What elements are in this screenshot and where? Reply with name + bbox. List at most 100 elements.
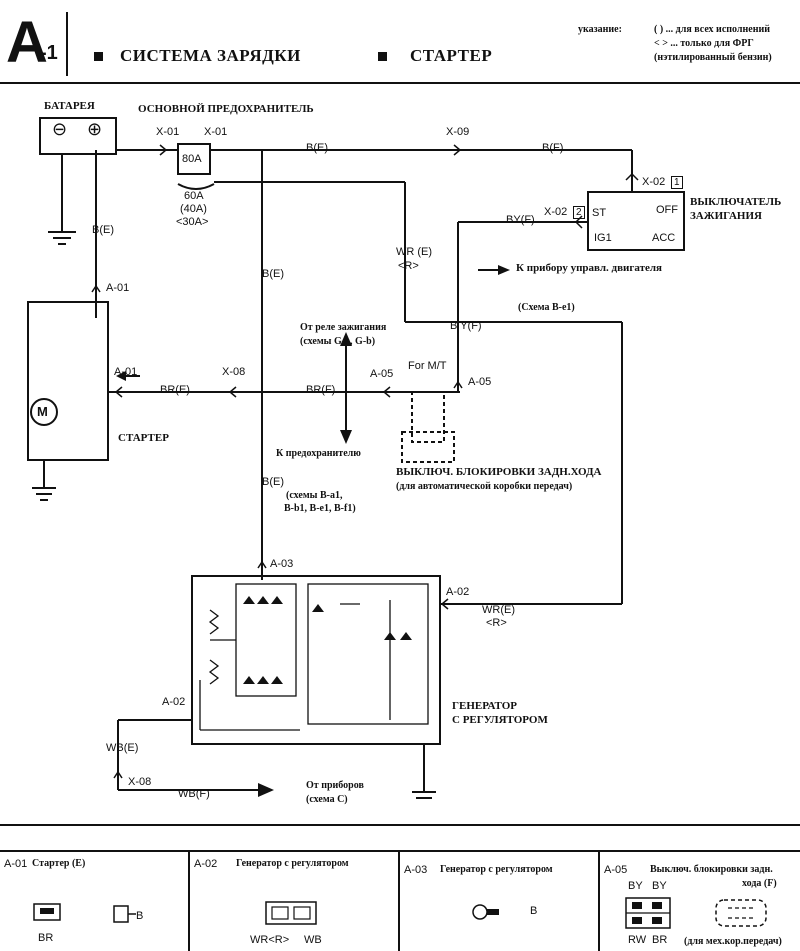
for-mt-label: For M/T <box>408 360 447 372</box>
header-divider <box>66 12 68 76</box>
legend-a03-title: Генератор с регулятором <box>440 864 553 875</box>
to-fuse-text: К предохранителю <box>276 448 361 459</box>
battery-minus-terminal: ⊖ <box>52 119 68 139</box>
wire-label: WB(E) <box>106 742 139 754</box>
battery-label: БАТАРЕЯ <box>44 100 95 112</box>
fuse-80a-label: 80A <box>182 153 202 165</box>
from-ign-relay-text-2: (схемы G-a, G-b) <box>300 336 376 347</box>
note-line2: < > ... только для ФРГ <box>654 38 754 49</box>
legend-a02-title: Генератор с регулятором <box>236 858 349 869</box>
connector-a05-right: A-05 <box>468 376 492 388</box>
connector-x02-2: X-02 <box>544 206 568 218</box>
connector-x08-mid: X-08 <box>222 366 246 378</box>
to-engine-control-text: К прибору управл. двигателя <box>516 262 662 274</box>
connector-x01-b: X-01 <box>204 126 228 138</box>
wire-label: BR(E) <box>160 384 190 396</box>
connector-a01-icon <box>33 903 136 923</box>
generator-label-2: С РЕГУЛЯТОРОМ <box>452 714 548 726</box>
legend-divider <box>598 850 600 951</box>
wire-label: B(E) <box>262 268 284 280</box>
page-badge-index: -1 <box>40 42 58 64</box>
scheme-be1-text: (Схема B-e1) <box>518 302 575 313</box>
bullet-icon <box>378 52 387 61</box>
from-instruments-text-2: (схема C) <box>306 794 348 805</box>
connector-a02-icon <box>265 901 317 925</box>
connector-a05-left: A-05 <box>370 368 394 380</box>
header-rule <box>0 82 800 84</box>
wire-label: WR(E) <box>482 604 515 616</box>
note-label: указание: <box>578 24 622 35</box>
legend-a05-title-2: хода (F) <box>742 878 777 889</box>
motor-symbol: M <box>37 404 48 419</box>
connector-x02-1-pin: 1 <box>671 176 683 189</box>
note-line3: (нэтилированный бензин) <box>654 52 772 63</box>
connector-a01-top: A-01 <box>106 282 130 294</box>
connector-x02-2-pin: 2 <box>573 206 585 219</box>
wire-label: B(E) <box>306 142 328 154</box>
schemes-b-text-1: (схемы B-a1, <box>286 490 343 501</box>
wire-label: B(F) <box>542 142 564 154</box>
fuse-60a-label: 60A <box>184 190 204 202</box>
legend-a02-code: A-02 <box>194 858 218 870</box>
note-line1: ( ) ... для всех исполнений <box>654 24 770 35</box>
connector-a05-icon <box>625 897 767 929</box>
battery-box <box>39 117 117 155</box>
starter-label: СТАРТЕР <box>118 432 169 444</box>
connector-a01-mid: A-01 <box>114 366 138 378</box>
legend-rule <box>0 850 800 852</box>
generator-label-1: ГЕНЕРАТОР <box>452 700 517 712</box>
switch-ig1: IG1 <box>594 232 612 244</box>
fuse-80a-box <box>177 143 211 175</box>
from-instruments-text-1: От приборов <box>306 780 364 791</box>
connector-a02-left: A-02 <box>162 696 186 708</box>
wire-label: B Y(F) <box>450 320 482 332</box>
page-title-left: СИСТЕМА ЗАРЯДКИ <box>120 46 301 65</box>
legend-a05-code: A-05 <box>604 864 628 876</box>
legend-a02-pin: WR<R> <box>250 934 290 946</box>
bullet-icon <box>94 52 103 61</box>
fuse-30a-label: <30A> <box>176 216 209 228</box>
connector-x09: X-09 <box>446 126 470 138</box>
wire-label: <R> <box>486 617 507 629</box>
page-title-right: СТАРТЕР <box>410 46 493 65</box>
legend-divider <box>398 850 400 951</box>
from-ign-relay-text-1: От реле зажигания <box>300 322 387 333</box>
wire-label: BR(F) <box>306 384 336 396</box>
wiring-diagram <box>27 117 685 799</box>
legend-a01-code: A-01 <box>4 858 28 870</box>
main-fuse-label: ОСНОВНОЙ ПРЕДОХРАНИТЕЛЬ <box>138 103 314 115</box>
connector-x08-bot: X-08 <box>128 776 152 788</box>
connector-a02-right: A-02 <box>446 586 470 598</box>
legend-a03-code: A-03 <box>404 864 428 876</box>
reverse-switch-note: (для автоматической коробки передач) <box>396 481 573 492</box>
switch-st: ST <box>592 207 607 219</box>
schemes-b-text-2: B-b1, B-e1, B-f1) <box>284 503 356 514</box>
wire-label: WB(F) <box>178 788 210 800</box>
legend-top-rule <box>0 824 800 826</box>
legend-a01-title: Стартер (E) <box>32 858 86 869</box>
legend-a01-pin: B <box>136 910 144 922</box>
switch-acc: ACC <box>652 232 676 244</box>
page-badge-letter: A <box>6 10 48 75</box>
ignition-switch-label-1: ВЫКЛЮЧАТЕЛЬ <box>690 196 782 208</box>
ignition-switch-label-2: ЗАЖИГАНИЯ <box>690 210 762 222</box>
connector-x01-a: X-01 <box>156 126 180 138</box>
legend-a05-title: Выключ. блокировки задн. <box>650 864 773 875</box>
connector-x02-1: X-02 <box>642 176 666 188</box>
fuse-40a-label: (40A) <box>180 203 207 215</box>
switch-off: OFF <box>656 204 678 216</box>
wire-label: B(E) <box>262 476 284 488</box>
legend-divider <box>188 850 190 951</box>
legend-a03-pin: B <box>530 905 538 917</box>
legend-a05-pin: RW <box>628 934 647 946</box>
legend-a05-pin: BY <box>652 880 667 892</box>
generator-box <box>191 575 441 745</box>
legend-a01-pin: BR <box>38 932 54 944</box>
battery-plus-terminal: ⊕ <box>87 119 103 139</box>
connector-a03: A-03 <box>270 558 294 570</box>
wire-label: BY(F) <box>506 214 535 226</box>
legend-a05-pin: BR <box>652 934 668 946</box>
wire-label: B(E) <box>92 224 114 236</box>
legend-a02-pin: WB <box>304 934 322 946</box>
wire-label: <R> <box>398 260 419 272</box>
